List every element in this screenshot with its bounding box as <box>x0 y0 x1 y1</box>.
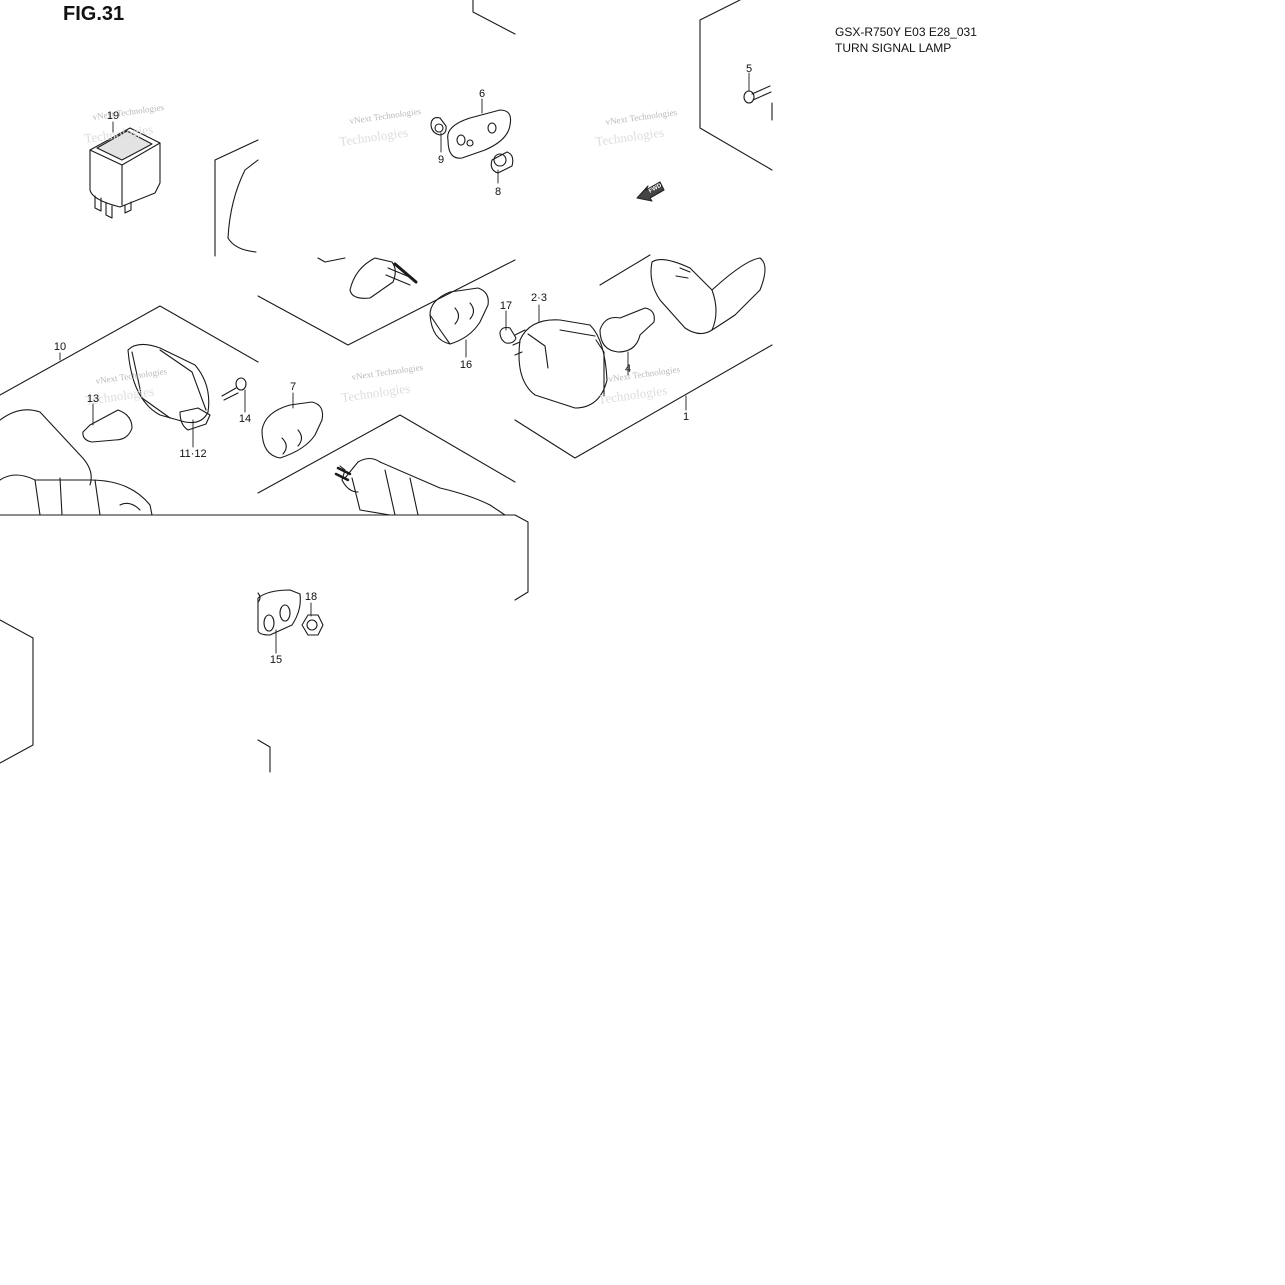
svg-text:Technologies: Technologies <box>338 124 409 148</box>
watermark-group: vNext Technologies Technologies vNext Te… <box>83 102 681 408</box>
model-code: GSX-R750Y E03 E28_031 <box>835 25 977 39</box>
callout-6: 6 <box>479 88 485 100</box>
callout-14: 14 <box>239 413 251 425</box>
callout-13: 13 <box>87 393 99 405</box>
callout-19: 19 <box>107 110 119 122</box>
svg-text:vNext Technologies: vNext Technologies <box>95 366 168 386</box>
callout-15: 15 <box>270 654 282 666</box>
callout-18: 18 <box>305 591 317 603</box>
callout-9: 9 <box>438 154 444 166</box>
diagram-subtitle: TURN SIGNAL LAMP <box>835 41 952 55</box>
relay-part <box>89 127 161 219</box>
panel-top-right <box>699 0 773 171</box>
panel-lower <box>0 414 529 773</box>
callout-labels: 1 2·3 4 5 6 7 8 9 10 11·12 13 14 15 16 1… <box>54 63 752 666</box>
callout-11-12: 11·12 <box>179 448 206 460</box>
callout-4: 4 <box>625 363 631 375</box>
svg-text:vNext Technologies: vNext Technologies <box>351 362 424 382</box>
turn-signal-left-assembly <box>0 343 324 516</box>
panel-middle-left <box>0 305 259 396</box>
svg-text:Technologies: Technologies <box>594 124 665 148</box>
callout-17: 17 <box>500 300 512 312</box>
turn-signal-upper-fragment <box>227 159 418 299</box>
svg-text:vNext Technologies: vNext Technologies <box>349 106 422 126</box>
turn-signal-lower-fragment <box>334 457 506 516</box>
turn-signal-right-assembly <box>429 257 766 409</box>
svg-text:vNext Technologies: vNext Technologies <box>92 102 165 122</box>
nut-part-18 <box>301 614 324 636</box>
panel-top-center <box>214 0 516 346</box>
callout-5: 5 <box>746 63 752 75</box>
callout-10: 10 <box>54 341 66 353</box>
panel-middle-right <box>514 254 773 459</box>
leader-lines <box>59 72 750 654</box>
svg-text:vNext Technologies: vNext Technologies <box>608 364 681 384</box>
grommet-part-9 <box>430 117 447 136</box>
collar-part-8 <box>490 151 514 174</box>
svg-text:vNext Technologies: vNext Technologies <box>605 107 678 127</box>
gasket-part-6 <box>447 109 512 159</box>
fwd-arrow-icon <box>636 181 665 202</box>
callout-16: 16 <box>460 359 472 371</box>
gasket-part-15 <box>257 589 301 636</box>
callout-2-3: 2·3 <box>531 292 547 304</box>
callout-1: 1 <box>683 411 689 423</box>
screw-part-5 <box>743 85 772 104</box>
svg-text:Technologies: Technologies <box>597 382 668 406</box>
callout-8: 8 <box>495 186 501 198</box>
callout-7: 7 <box>290 381 296 393</box>
svg-text:Technologies: Technologies <box>340 380 411 404</box>
figure-title: FIG.31 <box>63 3 125 25</box>
